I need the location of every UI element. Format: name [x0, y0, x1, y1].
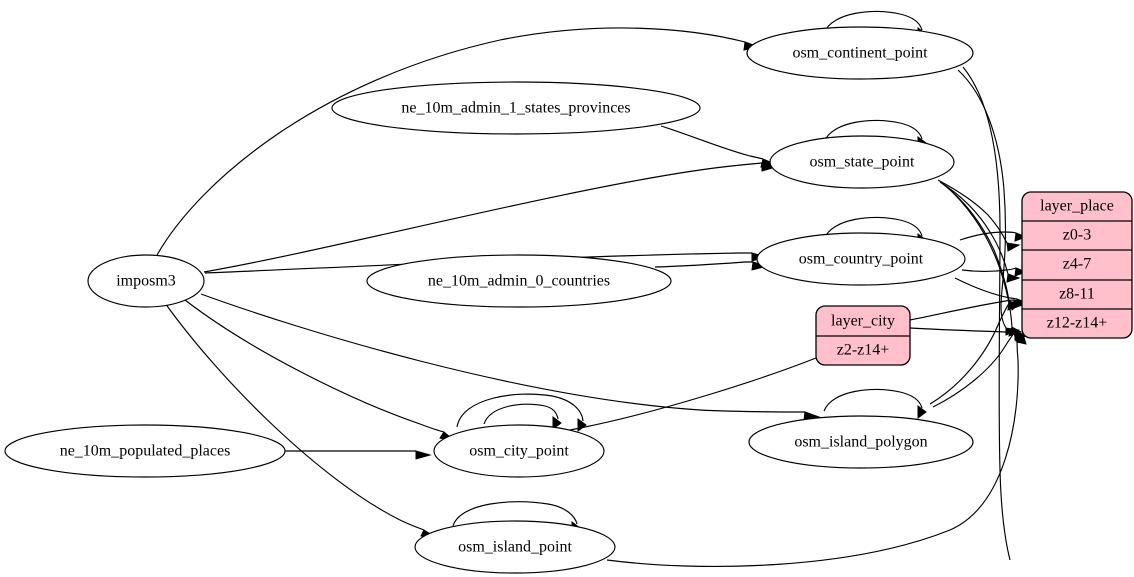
node-osm-island-point-shape[interactable] — [414, 520, 616, 574]
edge-continent-to-place-z1214-tail — [1000, 289, 1007, 329]
node-ne-countries-shape[interactable] — [366, 254, 672, 308]
node-osm-city-point-label: osm_city_point — [469, 443, 569, 460]
node-osm-continent-point[interactable]: osm_continent_point — [746, 26, 974, 80]
node-imposm3[interactable]: imposm3 — [87, 254, 205, 308]
node-osm-continent-point-label: osm_continent_point — [792, 45, 928, 62]
edge-imposm3-to-islandpolygon — [200, 293, 806, 413]
node-imposm3-label: imposm3 — [116, 273, 176, 290]
node-ne-countries-label: ne_10m_admin_0_countries — [428, 273, 610, 290]
edge-state-to-place-z1214 — [945, 185, 1013, 328]
node-osm-state-point[interactable]: osm_state_point — [769, 135, 955, 189]
selfloop-continent — [823, 10, 923, 34]
selfloop-city-outer — [456, 393, 584, 428]
arrowhead-selfloop-city-inner — [552, 416, 562, 430]
edge-necountries-to-country — [654, 261, 753, 268]
selfloop-state — [823, 119, 923, 143]
arrowhead-place-z47-a — [1006, 273, 1021, 283]
record-node-layer-place[interactable]: layer_place z0-3 z4-7 z8-11 z12-z14+ — [1021, 191, 1133, 339]
node-ne-populated-shape[interactable] — [4, 424, 286, 478]
arrowhead-place-z1214-e — [1016, 332, 1027, 345]
node-ne-states-shape[interactable] — [331, 81, 701, 135]
record-layer-place-title: layer_place — [1040, 198, 1114, 215]
node-osm-country-point[interactable]: osm_country_point — [756, 232, 966, 286]
node-osm-state-point-label: osm_state_point — [810, 154, 915, 171]
record-layer: layer_place z0-3 z4-7 z8-11 z12-z14+ lay… — [815, 191, 1133, 366]
edge-continent-long-right — [962, 66, 1011, 561]
node-osm-island-polygon-shape[interactable] — [748, 415, 974, 469]
edge-imposm3-to-state — [203, 162, 763, 273]
arrowhead-place-z811-d — [1009, 301, 1023, 311]
node-ne-countries[interactable]: ne_10m_admin_0_countries — [366, 254, 672, 308]
edge-city-to-place-z811 — [909, 299, 1015, 321]
record-layer-city-title: layer_city — [831, 313, 895, 330]
node-layer: imposm3 ne_10m_admin_1_states_provinces … — [4, 26, 974, 574]
node-ne-states-label: ne_10m_admin_1_states_provinces — [401, 100, 630, 117]
node-ne-populated[interactable]: ne_10m_populated_places — [4, 424, 286, 478]
edge-country-to-place-z03 — [959, 231, 1017, 241]
edge-imposm3-to-city — [184, 299, 445, 433]
edge-country-to-place-z47 — [961, 267, 1017, 273]
edge-imposm3-to-continent — [156, 27, 746, 256]
edge-nestates-to-state — [660, 125, 764, 160]
record-layer-place-row-z0-3[interactable]: z0-3 — [1063, 227, 1091, 244]
selfloop-islandpolygon — [823, 388, 923, 412]
edge-crossing-to-city — [551, 357, 817, 435]
arrowhead-place-z47-b — [1014, 267, 1028, 277]
arrowhead-city-in-2 — [415, 450, 432, 460]
selfloop-city-inner — [483, 403, 559, 425]
selfloop-islandpoint — [452, 501, 578, 527]
edge-country-to-place-z811 — [954, 277, 1018, 300]
edge-imposm3-to-islandpoint — [164, 302, 425, 531]
selfloop-country — [823, 216, 923, 240]
edge-islandpolygon-to-place-z811 — [929, 301, 1011, 405]
node-ne-populated-label: ne_10m_populated_places — [60, 443, 231, 460]
edge-islandpoint-to-place-z1214 — [606, 339, 1019, 567]
node-osm-continent-point-shape[interactable] — [746, 26, 974, 80]
node-osm-island-polygon[interactable]: osm_island_polygon — [748, 415, 974, 469]
node-ne-states[interactable]: ne_10m_admin_1_states_provinces — [331, 81, 701, 135]
edge-state-to-place-z03 — [937, 179, 1008, 244]
record-node-layer-city[interactable]: layer_city z2-z14+ — [815, 305, 911, 366]
record-layer-place-row-z4-7[interactable]: z4-7 — [1063, 256, 1091, 273]
record-layer-place-row-z8-11[interactable]: z8-11 — [1059, 286, 1095, 303]
arrowhead-selfloop-city-outer — [577, 418, 587, 432]
record-layer-city-row-z2-z14plus[interactable]: z2-z14+ — [837, 342, 890, 359]
edge-islandpolygon-to-place-z1214 — [932, 332, 1015, 408]
arrowhead-selfloop-islandpolygon — [917, 405, 927, 419]
record-layer-place-box[interactable] — [1021, 191, 1133, 339]
node-osm-state-point-shape[interactable] — [769, 135, 955, 189]
node-osm-city-point-shape[interactable] — [433, 424, 605, 478]
node-imposm3-shape[interactable] — [87, 254, 205, 308]
record-layer-place-row-z12-z14plus[interactable]: z12-z14+ — [1047, 315, 1108, 332]
node-osm-island-point-label: osm_island_point — [458, 539, 572, 556]
node-osm-island-point[interactable]: osm_island_point — [414, 520, 616, 574]
edge-layer — [156, 10, 1029, 567]
node-osm-country-point-label: osm_country_point — [799, 251, 924, 268]
node-osm-country-point-shape[interactable] — [756, 232, 966, 286]
arrowhead-place-z03-b — [1014, 232, 1028, 242]
node-osm-city-point[interactable]: osm_city_point — [433, 424, 605, 478]
edge-state-to-place-z47 — [939, 181, 1009, 275]
arrowhead-place-z03-a — [1006, 242, 1021, 252]
edge-city-to-place-z1214 — [909, 327, 1015, 333]
node-osm-island-polygon-label: osm_island_polygon — [794, 434, 927, 451]
